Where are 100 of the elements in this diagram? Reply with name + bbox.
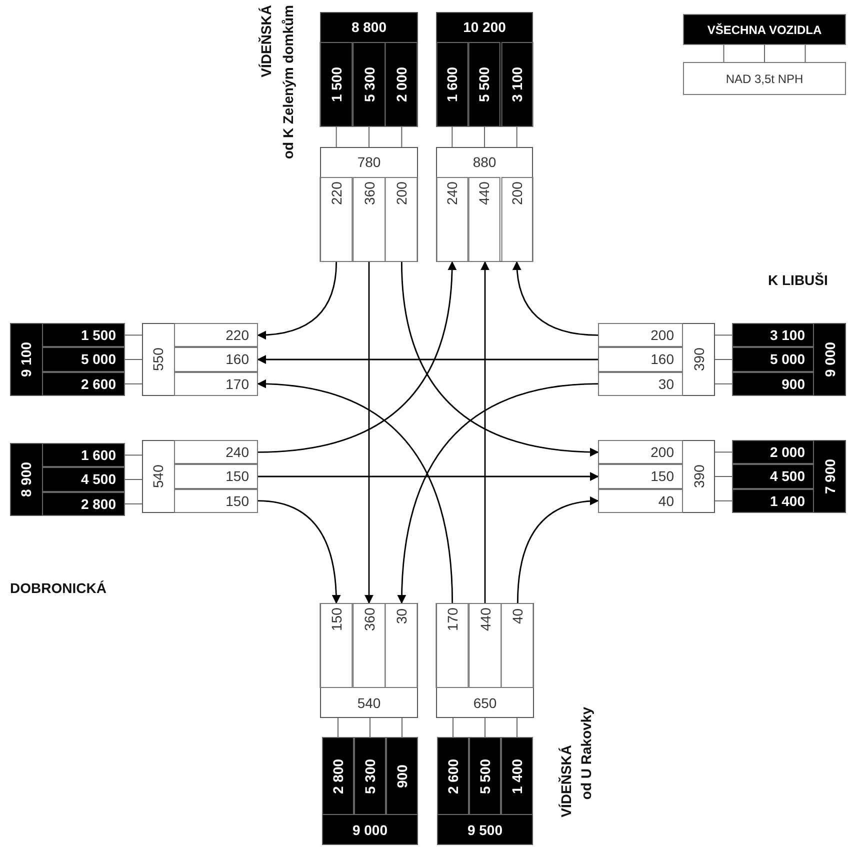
connector-line: [714, 334, 732, 336]
total-count: 9 500: [466, 821, 504, 840]
total-count: 8 800: [350, 18, 388, 37]
total-count: 9 000: [821, 340, 839, 380]
connector-line: [124, 479, 142, 480]
connector-line: [124, 503, 142, 504]
connector-line: [804, 44, 806, 62]
connector-line: [484, 718, 486, 738]
connector-line: [714, 383, 732, 384]
connector-line: [723, 44, 724, 62]
all-vehicles-table: [322, 737, 418, 845]
count-cell: 150: [174, 464, 258, 489]
flow-arrow: [512, 261, 598, 336]
count-cell: 440: [468, 177, 501, 262]
flow-arrow: [257, 380, 454, 604]
count-cell: 200: [598, 323, 683, 348]
total-count: 540: [149, 464, 167, 490]
heavy-vehicles-table: [320, 603, 418, 718]
heavy-vehicles-table: [436, 147, 533, 262]
count-cell: 5 500: [468, 42, 501, 127]
street-name: DOBRONICKÁ: [10, 580, 106, 596]
total-count: 540: [356, 694, 382, 713]
all-vehicles-table: [320, 12, 418, 127]
count-cell: 30: [598, 372, 683, 396]
total-count: 390: [690, 464, 708, 490]
count-cell: 900: [732, 372, 814, 396]
count-cell: 3 100: [500, 42, 533, 127]
street-name: od K Zeleným domkům: [280, 5, 296, 160]
legend-box: NAD 3,5t NPH: [683, 62, 846, 95]
count-cell: 5 300: [352, 42, 386, 127]
count-cell: 5 000: [732, 347, 814, 372]
count-cell: 2 800: [42, 492, 125, 516]
total-count: 650: [472, 694, 498, 713]
total-count: 8 900: [17, 460, 35, 500]
count-cell: 220: [174, 323, 258, 348]
count-cell: 440: [468, 603, 502, 688]
all-vehicles-table: [732, 440, 846, 513]
total-count: 10 200: [462, 18, 507, 37]
all-vehicles-table: [732, 323, 846, 396]
count-cell: 30: [385, 603, 418, 688]
count-cell: 3 100: [732, 323, 814, 348]
connector-line: [484, 126, 485, 148]
connector-line: [452, 718, 454, 738]
connector-line: [714, 476, 732, 477]
all-vehicles-table: [10, 323, 125, 396]
count-cell: 5 300: [354, 737, 386, 815]
count-cell: 150: [174, 488, 258, 513]
all-vehicles-table: [10, 443, 125, 516]
count-cell: 160: [174, 347, 258, 372]
legend-box: VŠECHNA VOZIDLA: [683, 14, 846, 45]
count-cell: 1 600: [42, 443, 125, 468]
flow-arrow: [364, 262, 374, 604]
street-name: K LIBUŠI: [768, 272, 828, 288]
count-cell: 4 500: [42, 467, 125, 492]
connector-line: [401, 126, 402, 148]
street-name: VÍDEŇSKÁ: [258, 5, 274, 78]
flow-arrow: [258, 261, 456, 453]
connector-line: [516, 718, 518, 738]
total-count: 390: [690, 346, 708, 374]
all-vehicles-table: [437, 737, 533, 845]
connector-line: [368, 126, 370, 148]
count-cell: 220: [320, 177, 353, 262]
connector-line: [124, 383, 142, 384]
flow-arrow: [516, 496, 599, 604]
flow-arrow: [400, 262, 599, 456]
street-name: VÍDEŇSKÁ: [558, 745, 574, 818]
all-vehicles-table: [436, 12, 533, 127]
count-cell: 150: [320, 603, 353, 688]
total-count: 9 000: [351, 821, 389, 840]
total-count: 780: [356, 153, 382, 172]
connector-line: [714, 452, 732, 453]
count-cell: 1 400: [501, 737, 533, 815]
total-count: 550: [149, 346, 167, 374]
connector-line: [516, 126, 518, 148]
connector-line: [764, 44, 765, 62]
count-cell: 40: [598, 488, 683, 513]
total-count: 7 900: [821, 458, 839, 496]
connector-line: [124, 454, 142, 456]
count-cell: 200: [385, 177, 418, 262]
count-cell: 1 400: [732, 488, 814, 513]
count-cell: 2 000: [732, 440, 814, 464]
count-cell: 150: [598, 464, 683, 489]
count-cell: 2 600: [437, 737, 469, 815]
count-cell: 900: [386, 737, 418, 815]
count-cell: 200: [598, 440, 683, 464]
total-count: 9 100: [17, 340, 35, 380]
total-count: 880: [472, 153, 498, 172]
connector-line: [124, 334, 142, 336]
heavy-vehicles-table: [436, 603, 534, 718]
flow-arrow: [480, 261, 490, 603]
connector-line: [714, 500, 732, 502]
heavy-vehicles-table: [142, 323, 258, 396]
count-cell: 240: [174, 440, 258, 464]
count-cell: 2 000: [385, 42, 418, 127]
count-cell: 170: [436, 603, 469, 688]
count-cell: 160: [598, 347, 683, 372]
heavy-vehicles-table: [320, 147, 418, 262]
count-cell: 360: [352, 177, 386, 262]
count-cell: 1 500: [42, 323, 125, 348]
flow-arrow: [397, 383, 598, 604]
